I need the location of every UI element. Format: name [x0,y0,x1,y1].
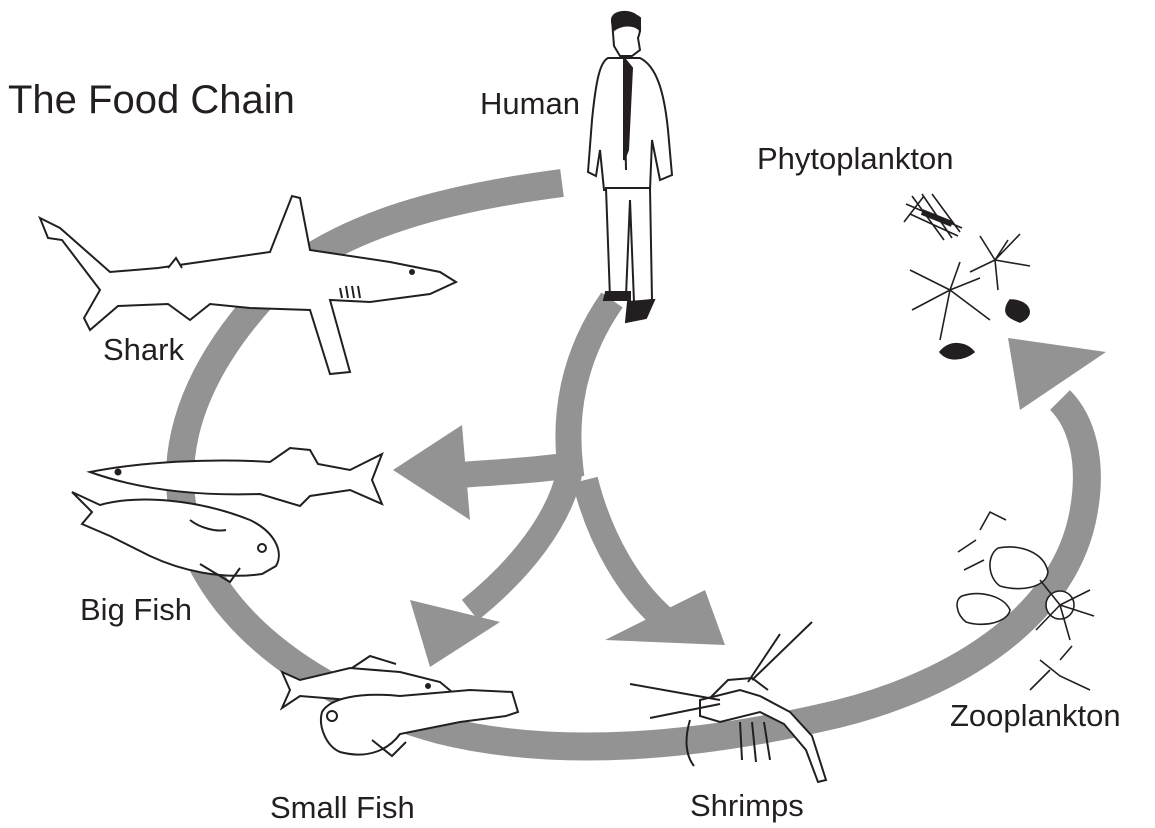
phytoplankton-illustration [904,194,1030,359]
diagram-title: The Food Chain [8,80,295,120]
arrow-head-to-bigfish [393,425,470,520]
human-illustration [588,12,672,322]
arrow-head-to-shrimps [605,590,725,645]
label-big-fish: Big Fish [80,594,192,625]
label-small-fish: Small Fish [270,792,415,823]
arrow-human-to-bigfish [460,300,612,475]
arrow-head-to-phytoplankton [1008,338,1106,410]
big-fish-illustration [72,448,382,582]
shrimp-illustration [630,622,826,782]
arrow-human-to-shrimps [585,480,665,620]
label-phytoplankton: Phytoplankton [757,143,953,174]
label-human: Human [480,88,580,119]
arrow-human-to-smallfish [470,470,570,610]
label-zooplankton: Zooplankton [950,700,1121,731]
label-shrimps: Shrimps [690,790,804,821]
label-shark: Shark [103,334,184,365]
